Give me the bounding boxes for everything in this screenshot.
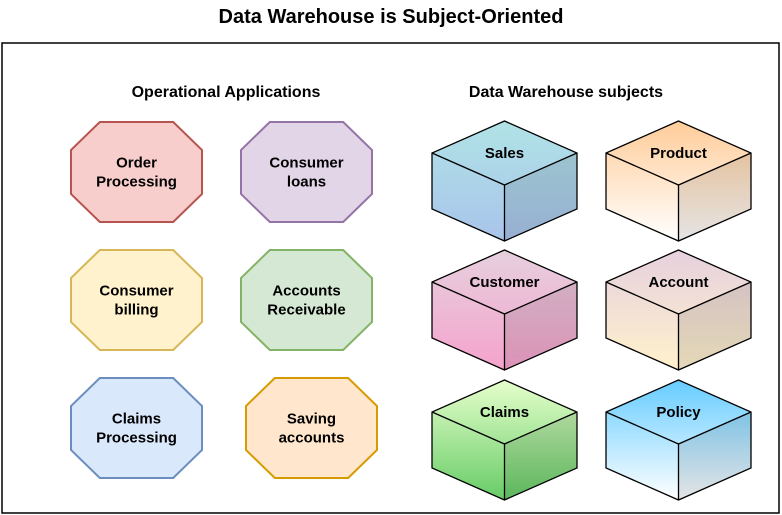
data-warehouse-subjects-heading: Data Warehouse subjects xyxy=(469,84,663,101)
application-label: Consumer xyxy=(99,283,173,300)
subject-policy: Policy xyxy=(605,379,752,501)
application-label: accounts xyxy=(279,430,345,447)
application-label: Processing xyxy=(96,430,177,447)
application-shape xyxy=(70,249,203,351)
application-label: Processing xyxy=(96,174,177,191)
subject-sales: Sales xyxy=(431,120,578,242)
cube-side-shade xyxy=(504,282,577,370)
application-label: Accounts xyxy=(272,283,340,300)
application-label: Order xyxy=(116,155,157,172)
application-label: Consumer xyxy=(269,155,343,172)
subject-label: Customer xyxy=(469,274,539,291)
subject-label: Sales xyxy=(485,145,524,162)
application-label: Receivable xyxy=(267,302,345,319)
application-shape xyxy=(70,121,203,223)
application-label: loans xyxy=(287,174,326,191)
application-label: Claims xyxy=(112,411,161,428)
application-shape xyxy=(245,377,378,479)
subject-account: Account xyxy=(605,249,752,371)
application-shape xyxy=(240,249,373,351)
subject-label: Claims xyxy=(480,404,529,421)
cube-side-shade xyxy=(504,412,577,500)
cube-side-shade xyxy=(678,282,751,370)
cube-side-shade xyxy=(678,412,751,500)
cube-side-shade xyxy=(678,153,751,241)
application-label: billing xyxy=(114,302,158,319)
subject-customer: Customer xyxy=(431,249,578,371)
application-label: Saving xyxy=(287,411,336,428)
operational-applications-group: OrderProcessingConsumerloansConsumerbill… xyxy=(70,121,378,479)
subject-claims: Claims xyxy=(431,379,578,501)
application-saving-accounts: Saving accounts xyxy=(245,377,378,479)
subject-label: Policy xyxy=(656,404,701,421)
diagram-title: Data Warehouse is Subject-Oriented xyxy=(219,6,564,28)
subject-product: Product xyxy=(605,120,752,242)
cube-side-shade xyxy=(504,153,577,241)
operational-applications-heading: Operational Applications xyxy=(132,84,321,101)
application-shape xyxy=(70,377,203,479)
application-shape xyxy=(240,121,373,223)
subject-label: Account xyxy=(649,274,709,291)
subject-label: Product xyxy=(650,145,707,162)
application-consumer-billing: Consumer billing xyxy=(70,249,203,351)
application-consumer-loans: Consumer loans xyxy=(240,121,373,223)
